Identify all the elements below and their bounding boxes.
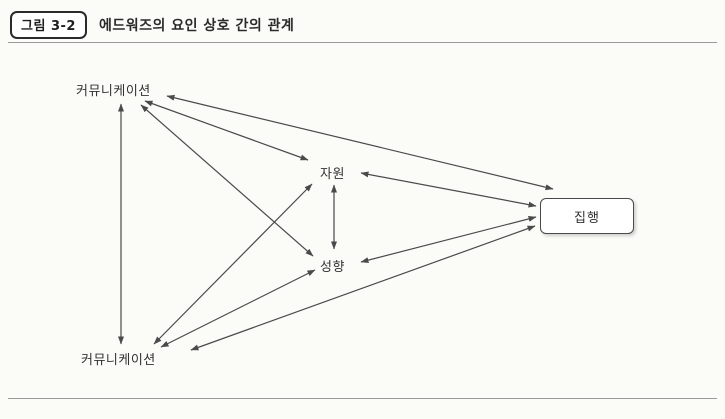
node-disposition: 성향 bbox=[320, 260, 345, 275]
arrow-resources-bottomcomm bbox=[153, 183, 313, 345]
node-implementation-label: 집행 bbox=[574, 210, 600, 226]
figure-badge: 그림 3-2 bbox=[10, 11, 87, 39]
header-divider bbox=[8, 42, 717, 43]
figure-header: 그림 3-2 에드워즈의 요인 상호 간의 관계 bbox=[10, 11, 295, 39]
arrow-bottomcomm-implementation bbox=[190, 225, 536, 351]
arrow-topcomm-implementation bbox=[166, 94, 554, 191]
node-bottom-communication: 커뮤니케이션 bbox=[81, 353, 156, 368]
node-resources: 자원 bbox=[320, 167, 345, 182]
arrow-disposition-implementation bbox=[360, 215, 537, 264]
node-implementation-box: 집행 bbox=[540, 198, 634, 234]
node-top-communication: 커뮤니케이션 bbox=[76, 84, 151, 99]
arrow-topcomm-disposition bbox=[140, 104, 314, 257]
figure-title: 에드워즈의 요인 상호 간의 관계 bbox=[98, 18, 295, 34]
arrow-resources-implementation bbox=[360, 171, 537, 208]
arrow-disposition-bottomcomm bbox=[160, 269, 316, 348]
figure-bottom-divider bbox=[8, 398, 717, 399]
